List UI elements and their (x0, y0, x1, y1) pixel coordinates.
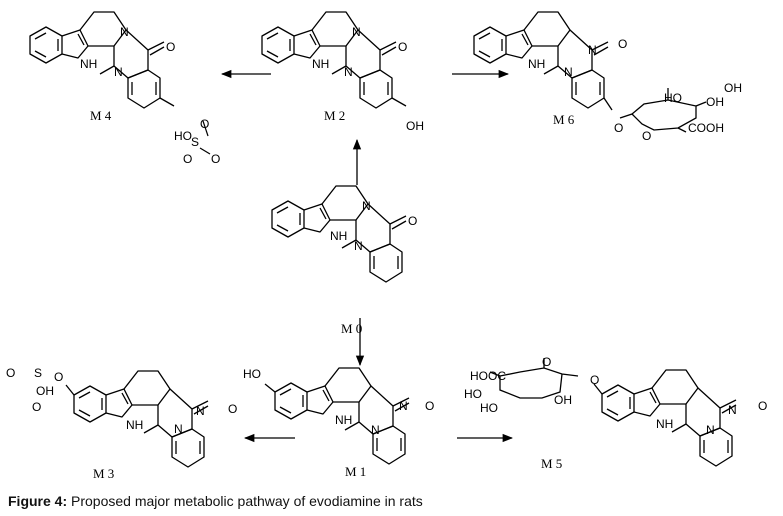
atom-ho: HO (664, 91, 682, 105)
atom-o: O (6, 366, 15, 380)
atom-o: O (758, 399, 767, 413)
atom-hooc: HOOC (470, 369, 506, 383)
atom-oh: OH (724, 81, 742, 95)
atom-n: N (344, 65, 353, 79)
atom-nh: NH (312, 57, 329, 71)
atom-nh: NH (330, 229, 347, 243)
atom-n: N (706, 423, 715, 437)
atom-o: O (642, 129, 651, 143)
atom-s: S (191, 135, 199, 149)
atom-ho: HO (464, 387, 482, 401)
atom-o: O (32, 400, 41, 414)
label-m6: M 6 (553, 112, 575, 127)
atom-n: N (114, 65, 123, 79)
atom-oh: OH (706, 95, 724, 109)
atom-o: O (183, 152, 192, 166)
structure-m0: NH N N O (271, 185, 417, 283)
atom-o: O (398, 40, 407, 54)
structure-m3: O S O OH O NH N N O (6, 366, 237, 468)
atom-nh: NH (335, 413, 352, 427)
atom-n: N (728, 403, 737, 417)
atom-n: N (588, 43, 597, 57)
atom-oh: OH (554, 393, 572, 407)
label-m0: M 0 (341, 321, 362, 336)
atom-s: S (34, 366, 42, 380)
atom-o: O (425, 399, 434, 413)
structure-m1: HO NH N N O (243, 367, 434, 465)
label-m1: M 1 (345, 464, 366, 479)
structure-m5: O O HOOC HO HO OH NH N N O (464, 355, 767, 467)
atom-n: N (352, 25, 361, 39)
atom-n: N (371, 423, 380, 437)
atom-n: N (564, 65, 573, 79)
structure-m2: NH N N O OH (261, 11, 424, 133)
atom-n: N (120, 25, 129, 39)
atom-ho: HO (174, 129, 192, 143)
caption-text: Proposed major metabolic pathway of evod… (67, 493, 423, 509)
atom-o: O (614, 121, 623, 135)
atom-o: O (200, 117, 209, 131)
atom-nh: NH (80, 57, 97, 71)
atom-n: N (362, 199, 371, 213)
atom-nh: NH (528, 57, 545, 71)
atom-oh: OH (406, 119, 424, 133)
atom-o: O (618, 37, 627, 51)
label-m5: M 5 (541, 456, 562, 471)
atom-o: O (166, 40, 175, 54)
figure-caption: Figure 4: Proposed major metabolic pathw… (8, 493, 423, 509)
atom-n: N (196, 404, 205, 418)
caption-label: Figure 4: (8, 493, 68, 509)
atom-o: O (590, 373, 599, 387)
structure-m6: NH N N O O O HO OH OH COOH (473, 11, 742, 143)
atom-oh: OH (36, 384, 54, 398)
atom-n: N (354, 239, 363, 253)
label-m3: M 3 (93, 466, 114, 481)
atom-ho: HO (243, 367, 261, 381)
atom-ho: HO (480, 401, 498, 415)
atom-cooh: COOH (688, 121, 724, 135)
atom-n: N (399, 399, 408, 413)
label-m4: M 4 (90, 108, 112, 123)
atom-nh: NH (126, 418, 143, 432)
label-m2: M 2 (324, 108, 345, 123)
atom-o: O (54, 370, 63, 384)
atom-nh: NH (656, 417, 673, 431)
structure-m4: NH N N O O HO S O O (29, 11, 220, 166)
atom-n: N (174, 422, 183, 436)
atom-o: O (408, 214, 417, 228)
atom-o: O (228, 402, 237, 416)
atom-o: O (211, 152, 220, 166)
atom-o: O (542, 355, 551, 369)
